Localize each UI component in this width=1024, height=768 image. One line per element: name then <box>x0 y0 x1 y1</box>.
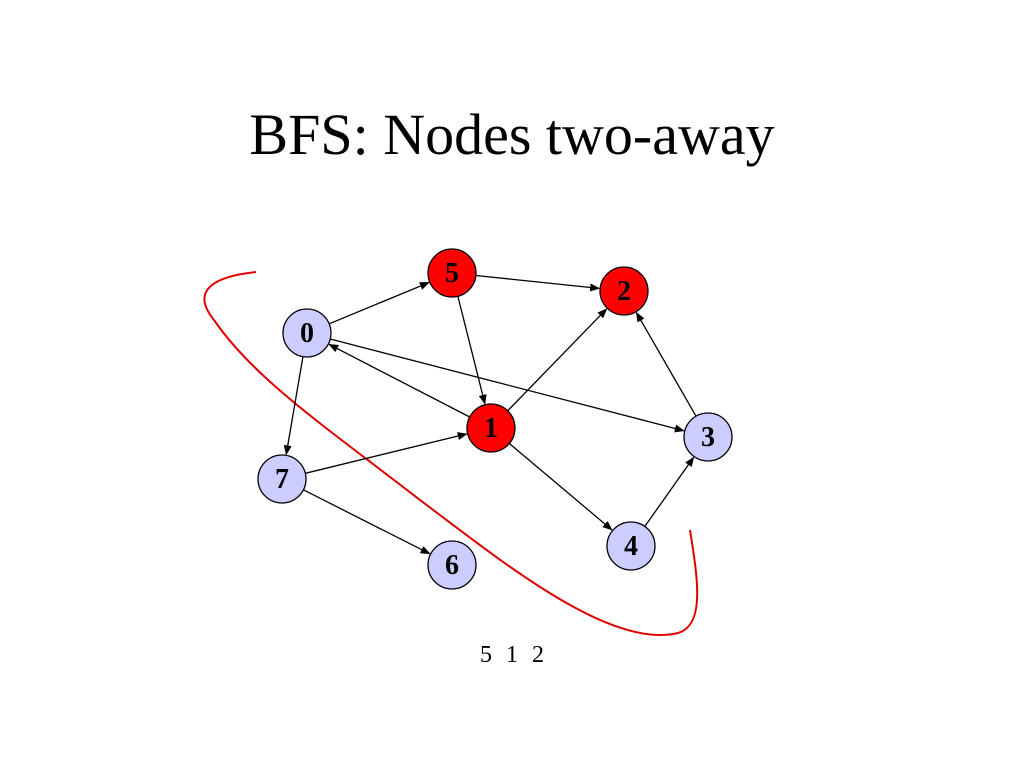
node-circle <box>427 248 477 298</box>
node-label: 2 <box>617 276 631 307</box>
node-label: 7 <box>275 464 289 495</box>
edge-5-to-1 <box>457 296 487 405</box>
node-circle <box>683 412 733 462</box>
node-4: 4 <box>606 521 656 571</box>
node-0: 0 <box>282 308 332 358</box>
node-circle <box>606 521 656 571</box>
two-away-boundary-curve <box>203 271 699 636</box>
node-6: 6 <box>427 540 477 590</box>
node-label: 5 <box>445 258 459 289</box>
node-circle <box>282 308 332 358</box>
edge-7-to-1 <box>305 432 468 474</box>
node-circle <box>427 540 477 590</box>
bfs-queue: 5 1 2 <box>0 640 1024 670</box>
node-circle <box>466 403 516 453</box>
edge-0-to-5 <box>328 281 430 325</box>
edge-1-to-4 <box>508 442 613 531</box>
node-7: 7 <box>257 454 307 504</box>
nodes-layer: 0 1 2 3 4 5 6 7 <box>257 248 733 590</box>
edge-3-to-2 <box>635 311 697 417</box>
node-label: 0 <box>300 318 314 349</box>
edge-7-to-6 <box>303 489 431 555</box>
node-label: 6 <box>445 550 459 581</box>
edge-4-to-3 <box>644 456 695 527</box>
node-circle <box>599 266 649 316</box>
node-label: 3 <box>701 422 715 453</box>
edge-1-to-2 <box>507 308 608 412</box>
node-circle <box>257 454 307 504</box>
node-label: 4 <box>624 531 638 562</box>
slide-title: BFS: Nodes two-away <box>249 102 775 167</box>
queue-item: 2 <box>532 642 544 668</box>
node-2: 2 <box>599 266 649 316</box>
node-3: 3 <box>683 412 733 462</box>
node-label: 1 <box>484 413 498 444</box>
queue-item: 5 <box>480 642 492 668</box>
edge-0-to-7 <box>283 356 304 456</box>
edges-layer <box>283 274 697 555</box>
node-1: 1 <box>466 403 516 453</box>
node-5: 5 <box>427 248 477 298</box>
queue-item: 1 <box>506 642 518 668</box>
edge-5-to-2 <box>475 274 601 292</box>
edge-1-to-0 <box>328 343 470 418</box>
edge-0-to-3 <box>330 338 685 433</box>
